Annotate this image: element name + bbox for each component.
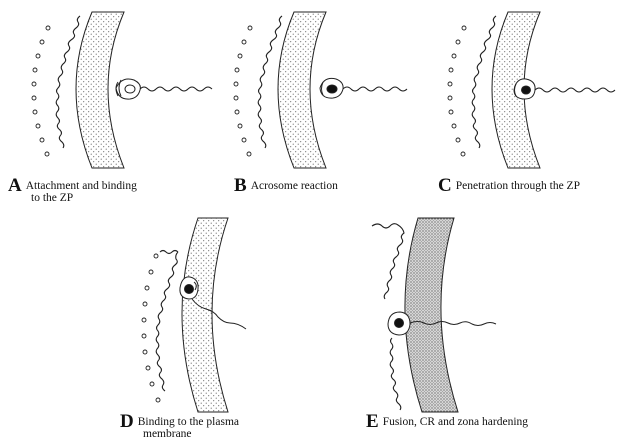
- caption-letter-d: D: [120, 411, 134, 432]
- panel-b-diagram: [222, 8, 422, 178]
- caption-d-line2: membrane: [120, 428, 239, 440]
- panel-d-diagram: [130, 212, 290, 417]
- caption-c-line1: Penetration through the ZP: [456, 180, 580, 192]
- plasma-membrane: [156, 251, 178, 392]
- vitelline-granules: [32, 26, 50, 156]
- zona-pellucida: [182, 218, 228, 412]
- zona-pellucida: [278, 12, 326, 168]
- caption-a-line2: to the ZP: [8, 192, 137, 204]
- vitelline-granules: [142, 254, 160, 402]
- hardened-zona-pellucida: [405, 218, 458, 412]
- caption-letter-c: C: [438, 175, 452, 196]
- vitelline-granules: [448, 26, 466, 156]
- sperm-c: [514, 79, 615, 99]
- caption-e-line1: Fusion, CR and zona hardening: [383, 416, 528, 428]
- panel-e-diagram: [368, 212, 538, 417]
- caption-b-line1: Acrosome reaction: [251, 180, 338, 192]
- caption-letter-a: A: [8, 175, 22, 196]
- vitelline-granules: [234, 26, 252, 156]
- caption-letter-b: B: [234, 175, 247, 196]
- panel-a-diagram: [20, 8, 220, 178]
- sperm-a: [116, 79, 212, 99]
- caption-d-line1: Binding to the plasma: [138, 416, 239, 428]
- caption-a-line1: Attachment and binding: [26, 180, 137, 192]
- panel-c-diagram: [436, 8, 636, 178]
- caption-letter-e: E: [366, 411, 379, 432]
- sperm-b: [320, 78, 407, 98]
